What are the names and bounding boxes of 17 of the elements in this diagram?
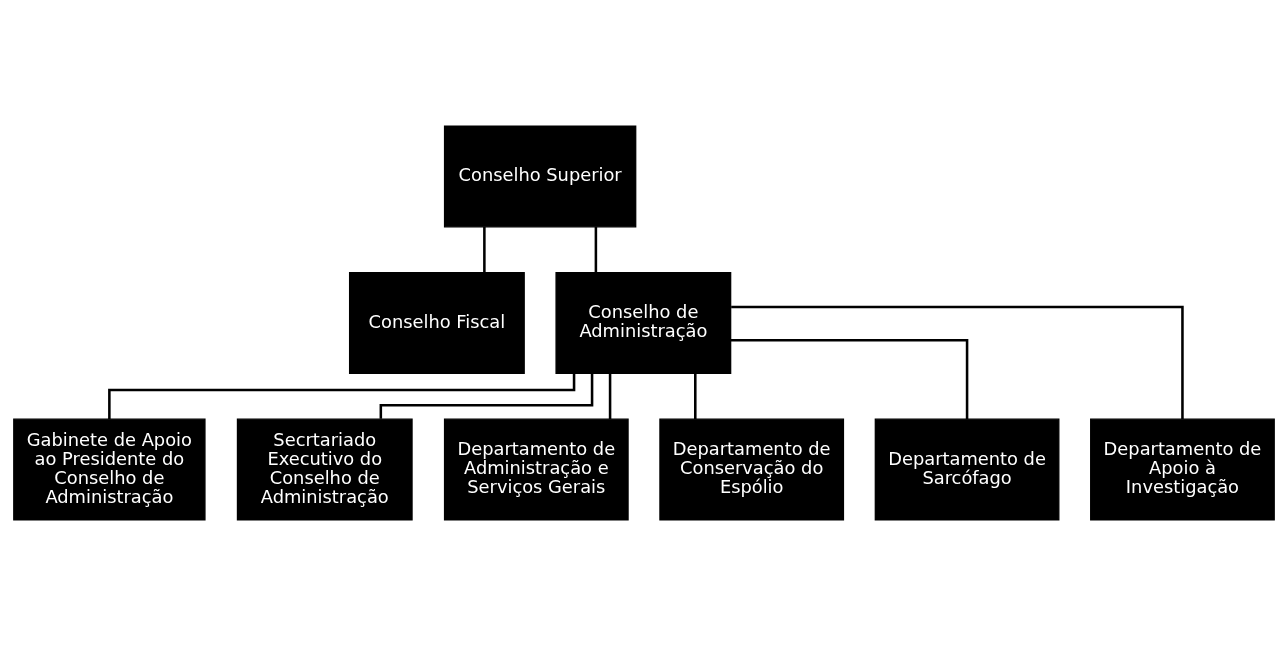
node-box: Departamento de Sarcófago	[874, 418, 1060, 521]
connector	[108, 373, 576, 420]
node-box: Secrtariado Executivo do Conselho de Administração	[236, 418, 413, 521]
node-box: Conselho Fiscal	[348, 272, 525, 374]
connector	[731, 305, 1184, 420]
connector	[483, 226, 486, 273]
node-box: Gabinete de Apoio ao Presidente do Conselho de Administração	[13, 418, 206, 521]
connector	[694, 373, 697, 420]
node-box: Departamento de Apoio à Investigação	[1090, 418, 1275, 521]
node-box: Departamento de Conservação do Espólio	[659, 418, 845, 521]
connector	[379, 373, 594, 419]
node-box: Departamento de Administração e Serviços Gerais	[443, 418, 629, 521]
node-box: Conselho Superior	[443, 125, 637, 228]
connector	[594, 226, 598, 273]
connector	[730, 338, 969, 420]
connector	[608, 373, 612, 420]
node-box: Conselho de Administração	[555, 272, 732, 374]
